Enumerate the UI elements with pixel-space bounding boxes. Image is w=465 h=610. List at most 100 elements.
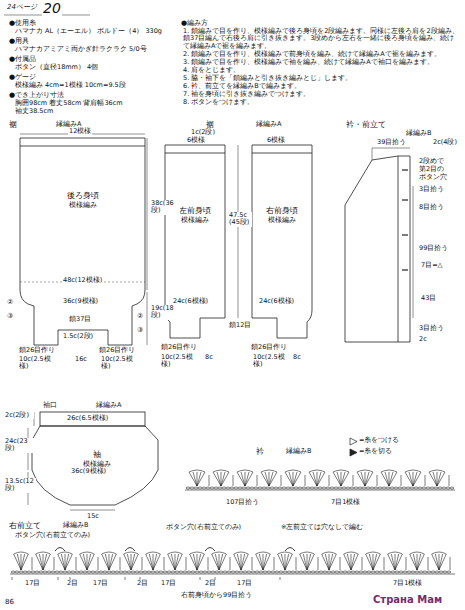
stitch-stroke xyxy=(199,571,203,573)
stitch-stroke xyxy=(351,571,355,573)
pattern-piece: 後ろ身頃模様編み xyxy=(40,182,125,218)
stitch-stroke xyxy=(281,475,282,486)
stitch-stroke xyxy=(269,472,273,486)
stitch-stroke xyxy=(51,571,55,573)
stitch-stroke xyxy=(175,571,179,573)
stitch-stroke xyxy=(307,554,314,570)
stitch-stroke xyxy=(425,475,426,486)
dimension-label: 8c xyxy=(292,354,302,361)
dimension-label: 1c(2段) xyxy=(190,129,216,136)
dimension-label: 第2目の xyxy=(418,166,445,173)
dimension-label: ボタン穴(右前立てのみ) xyxy=(165,524,242,531)
dimension-label: ② xyxy=(136,312,144,320)
stitch-stroke xyxy=(286,487,290,489)
stitch-stroke xyxy=(119,571,123,573)
stitch-stroke xyxy=(198,487,202,489)
stitch-stroke xyxy=(389,472,397,486)
stitch-stroke xyxy=(103,571,107,573)
stitch-stroke xyxy=(39,554,43,570)
stitch-stroke xyxy=(205,548,215,552)
stitch-stroke xyxy=(219,554,226,570)
stitch-stroke xyxy=(212,552,227,554)
stitch-stroke xyxy=(365,472,369,486)
stitch-stroke xyxy=(115,571,119,573)
stitch-stroke xyxy=(379,571,383,573)
stitch-stroke xyxy=(391,554,395,570)
stitch-stroke xyxy=(234,554,241,570)
stitch-stroke xyxy=(58,552,73,554)
dimension-label: 2目 xyxy=(136,580,149,587)
stitch-stroke xyxy=(131,554,135,570)
stitch-stroke xyxy=(83,571,87,573)
stitch-stroke xyxy=(171,571,175,573)
stitch-stroke xyxy=(168,552,183,554)
stitch-stroke xyxy=(322,487,326,489)
stitch-stroke xyxy=(111,571,115,573)
stitch-stroke xyxy=(209,475,210,486)
dimension-label: 8目拾う xyxy=(418,204,445,211)
stitch-stroke xyxy=(309,472,317,486)
stitch-stroke xyxy=(55,548,65,552)
dimension-label: 17目 xyxy=(24,580,41,587)
stitch-stroke xyxy=(433,472,437,486)
stitch-stroke xyxy=(431,571,435,573)
stitch-stroke xyxy=(21,554,28,570)
stitch-stroke xyxy=(429,470,445,472)
stitch-stroke xyxy=(87,554,94,570)
stitch-stroke xyxy=(438,487,442,489)
stitch-stroke xyxy=(437,472,441,486)
stitch-stroke xyxy=(357,472,365,486)
stitch-stroke xyxy=(278,554,285,570)
stitch-stroke xyxy=(237,470,253,472)
instruction-step: 8. ボタンをつけます。 xyxy=(182,99,462,106)
stitch-stroke xyxy=(80,554,87,570)
stitch-stroke xyxy=(55,571,59,573)
stitch-stroke xyxy=(234,487,238,489)
stitch-stroke xyxy=(390,487,394,489)
stitch-stroke xyxy=(405,470,421,472)
dimension-label: 裾 xyxy=(205,120,215,129)
stitch-stroke xyxy=(443,571,447,573)
piece-name: 後ろ身頃 xyxy=(67,191,99,201)
stitch-stroke xyxy=(241,472,245,486)
stitch-stroke xyxy=(403,571,407,573)
stitch-stroke xyxy=(341,472,349,486)
dimension-label: 24c(23段) xyxy=(4,438,34,453)
stitch-stroke xyxy=(432,552,447,554)
dimension-label: ③ xyxy=(6,312,14,320)
stitch-stroke xyxy=(164,557,165,570)
dimension-label: 39目拾う xyxy=(376,139,407,146)
stitch-stroke xyxy=(307,554,311,570)
stitch-stroke xyxy=(362,487,366,489)
stitch-stroke xyxy=(279,571,283,573)
stitch-stroke xyxy=(230,557,231,570)
stitch-stroke xyxy=(325,554,329,570)
dimension-label: 7目1模様 xyxy=(392,580,423,587)
stitch-stroke xyxy=(373,554,377,570)
dimension-label: 鎖37目 xyxy=(68,316,92,323)
dimension-label: 2c(2段) xyxy=(4,412,34,419)
stitch-stroke xyxy=(241,554,248,570)
dimension-label: 縁編みA xyxy=(255,121,282,128)
stitch-stroke xyxy=(346,487,350,489)
stitch-stroke xyxy=(71,571,75,573)
dimension-label: 衿・前立て xyxy=(345,120,387,129)
dimension-label: 99目拾う xyxy=(418,245,449,252)
stitch-stroke xyxy=(343,571,347,573)
stitch-stroke xyxy=(125,577,126,580)
dimension-label: 48c(12模様) xyxy=(62,277,103,284)
dimension-label: 24ページ xyxy=(6,3,38,11)
stitch-stroke xyxy=(153,554,160,570)
stitch-stroke xyxy=(361,472,365,486)
dimension-label: 15c xyxy=(86,513,100,520)
stitch-stroke xyxy=(131,571,135,573)
stitch-stroke xyxy=(127,571,131,573)
dimension-label: 袖口 xyxy=(42,401,58,409)
stitch-stroke xyxy=(331,571,335,573)
stitch-stroke xyxy=(263,571,267,573)
stitch-stroke xyxy=(242,487,246,489)
stitch-stroke xyxy=(402,487,406,489)
stitch-stroke xyxy=(422,487,426,489)
stitch-stroke xyxy=(341,472,345,486)
stitch-stroke xyxy=(147,571,151,573)
